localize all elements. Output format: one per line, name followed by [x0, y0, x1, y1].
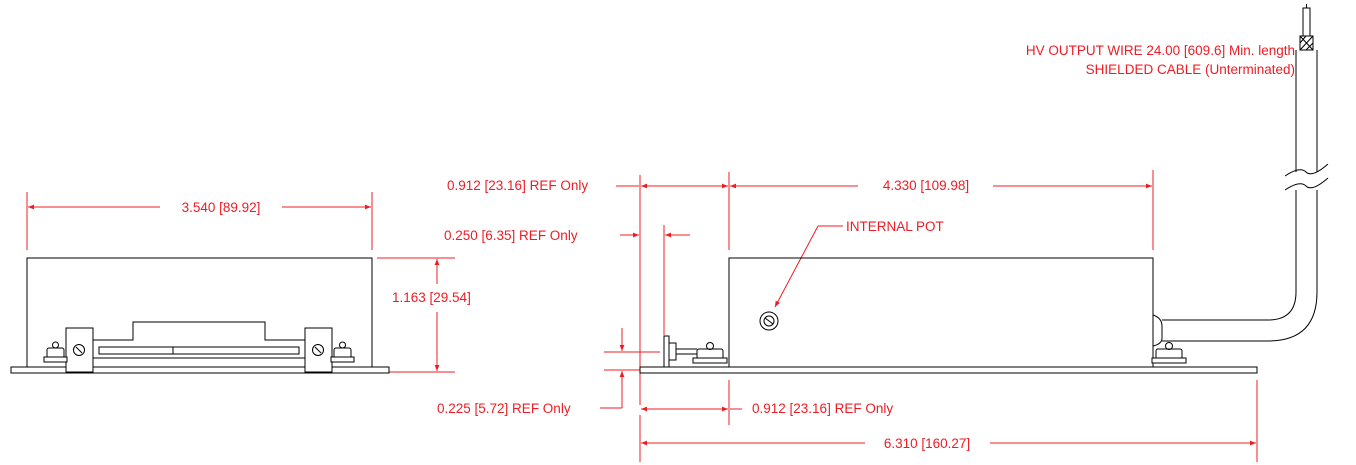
ref-left-top-dimension: 0.912 [23.16] REF Only — [447, 178, 728, 193]
conductor — [1302, 7, 1311, 37]
side-view: 0.912 [23.16] REF Only 4.330 [109.98] 0.… — [437, 170, 1258, 462]
screw-head-icon — [312, 344, 324, 356]
internal-pot-callout: INTERNAL POT — [774, 219, 944, 308]
length-dimension: 4.330 [109.98] — [730, 178, 1152, 193]
ref-left-bottom-label: 0.912 [23.16] REF Only — [752, 401, 893, 416]
ref-mount-dimension: 0.250 [6.35] REF Only — [444, 228, 690, 243]
internal-pot-label: INTERNAL POT — [846, 219, 944, 234]
front-width-label: 3.540 [89.92] — [182, 200, 261, 215]
mount-flange — [663, 335, 670, 368]
screw-head-icon — [73, 344, 85, 356]
ref-flange-dimension: 0.225 [5.72] REF Only — [437, 328, 660, 416]
length-label: 4.330 [109.98] — [883, 178, 969, 193]
front-width-dimension: 3.540 [89.92] — [28, 200, 371, 215]
overall-dimension: 6.310 [160.27] — [641, 436, 1256, 451]
ref-left-top-label: 0.912 [23.16] REF Only — [447, 178, 588, 193]
ref-flange-label: 0.225 [5.72] REF Only — [437, 401, 571, 416]
front-slot — [98, 346, 300, 355]
ref-mount-label: 0.250 [6.35] REF Only — [444, 228, 578, 243]
front-height-dimension: 1.163 [29.54] — [392, 259, 471, 371]
cable-label-line1: HV OUTPUT WIRE 24.00 [609.6] Min. length — [1026, 43, 1295, 58]
strain-relief — [1152, 314, 1163, 347]
front-view: 3.540 [89.92] 1.163 [29.54] — [10, 192, 471, 374]
front-height-label: 1.163 [29.54] — [392, 290, 471, 305]
cable-label-line2: SHIELDED CABLE (Unterminated) — [1086, 62, 1295, 77]
internal-pot-icon — [759, 311, 779, 331]
cable-break-icon — [1284, 163, 1329, 191]
side-base-plate — [639, 366, 1258, 374]
ref-left-bottom-dimension: 0.912 [23.16] REF Only — [641, 401, 893, 416]
arrowhead-icon — [774, 225, 819, 308]
hv-cable: HV OUTPUT WIRE 24.00 [609.6] Min. length… — [1026, 4, 1329, 342]
overall-label: 6.310 [160.27] — [884, 436, 970, 451]
